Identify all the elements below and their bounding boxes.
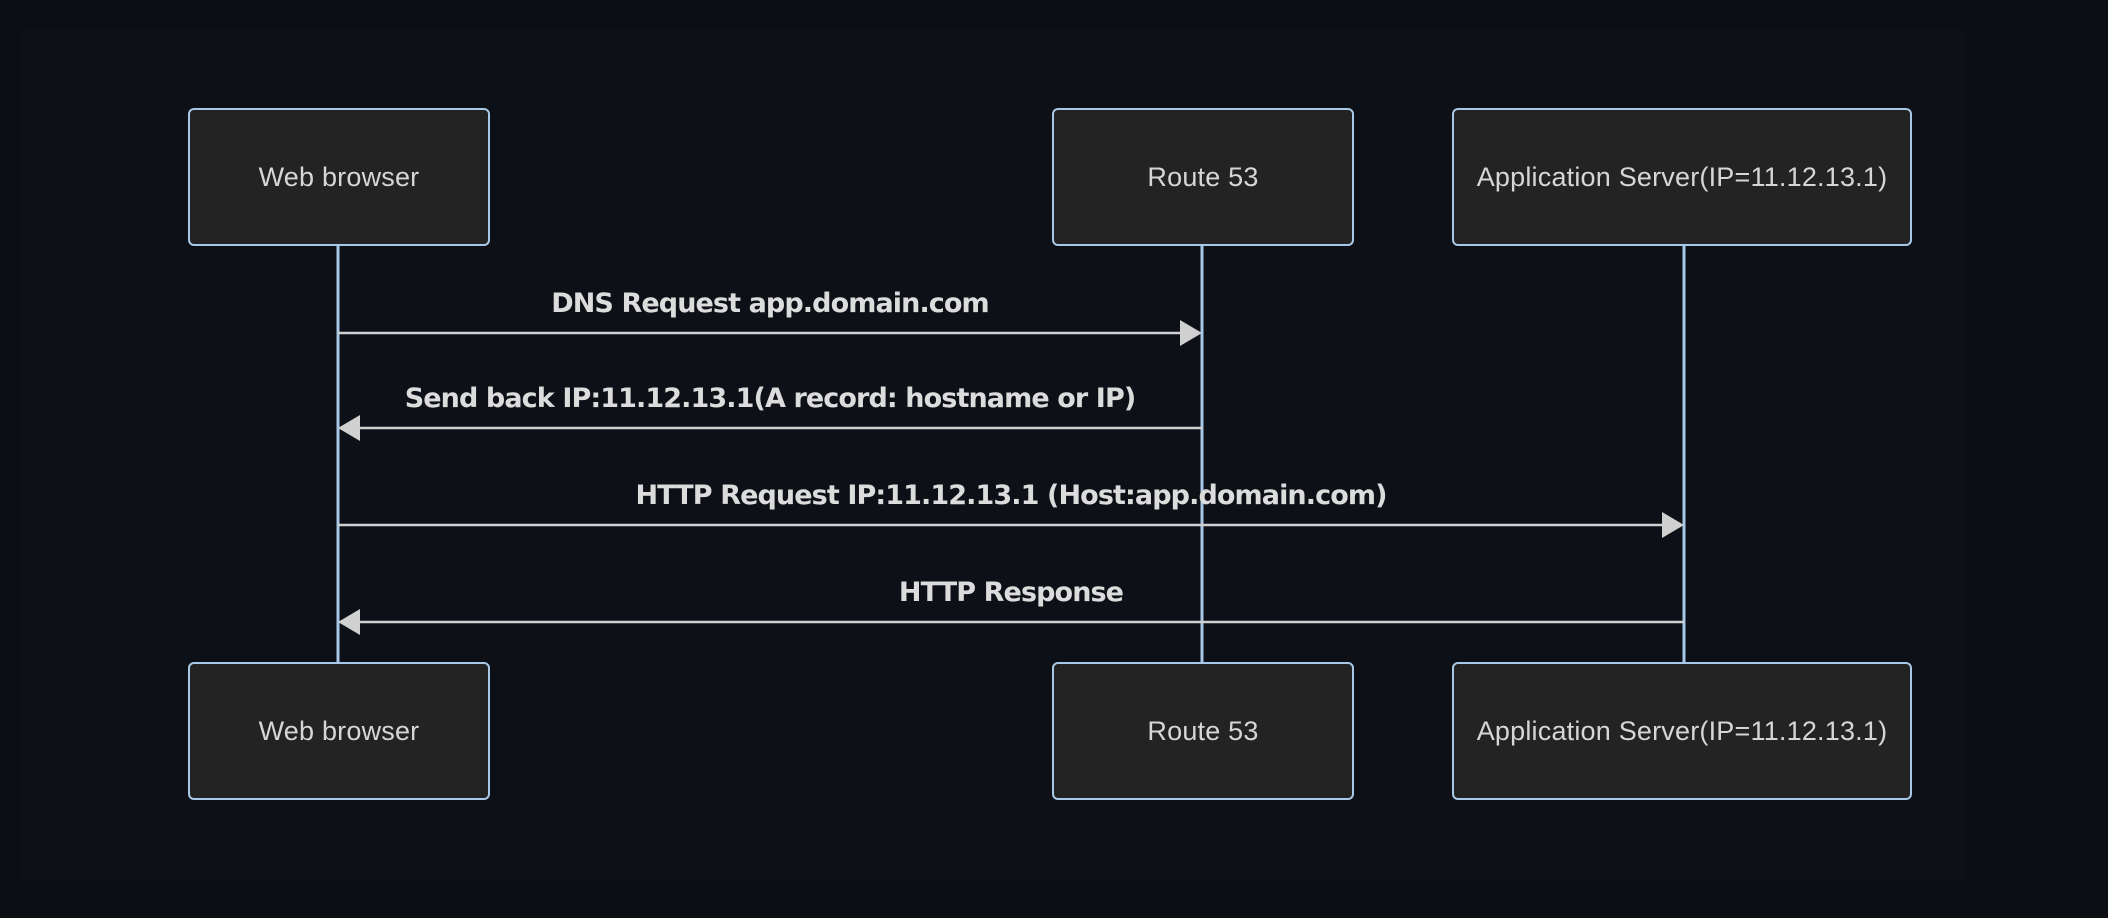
participant-label: Web browser (258, 161, 420, 192)
participant-box-appserver-bottom[interactable]: Application Server(IP=11.12.13.1) (1452, 662, 1912, 800)
participant-label: Route 53 (1147, 715, 1259, 746)
message-label-send-back-ip: Send back IP:11.12.13.1(A record: hostna… (404, 383, 1136, 414)
participant-box-route53-bottom[interactable]: Route 53 (1052, 662, 1354, 800)
message-label-dns-request: DNS Request app.domain.com (551, 288, 989, 319)
participant-label: Web browser (258, 715, 420, 746)
participant-label: Application Server(IP=11.12.13.1) (1476, 161, 1888, 192)
participant-box-browser-bottom[interactable]: Web browser (188, 662, 490, 800)
message-arrowhead-2 (338, 415, 360, 441)
message-arrowhead-3 (1662, 512, 1684, 538)
message-arrowhead-1 (1180, 320, 1202, 346)
participant-box-browser-top[interactable]: Web browser (188, 108, 490, 246)
message-label-http-request: HTTP Request IP:11.12.13.1 (Host:app.dom… (635, 480, 1387, 511)
lifelines-group (336, 246, 1686, 662)
participant-box-route53-top[interactable]: Route 53 (1052, 108, 1354, 246)
message-arrowhead-4 (338, 609, 360, 635)
arrows-group (338, 320, 1684, 635)
participant-label: Application Server(IP=11.12.13.1) (1476, 715, 1888, 746)
participant-box-appserver-top[interactable]: Application Server(IP=11.12.13.1) (1452, 108, 1912, 246)
message-label-http-response: HTTP Response (898, 577, 1124, 608)
participant-label: Route 53 (1147, 161, 1259, 192)
